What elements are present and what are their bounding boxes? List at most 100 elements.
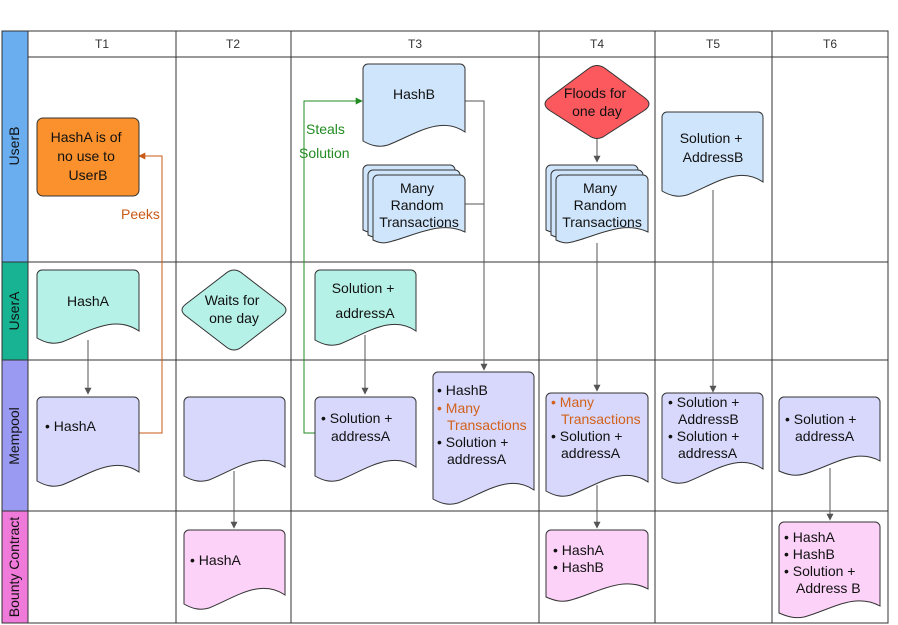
- svg-text:Many Random Transa: Many Random Transactions: [379, 180, 459, 230]
- node-t3-userb-many: Many Random Transactions: [362, 164, 466, 244]
- t1-mempool-text: HashA: [54, 418, 97, 434]
- lane-label-mempool: Mempool: [6, 407, 22, 465]
- t4-flood-line1: Floods for: [564, 85, 627, 101]
- node-t3-mempool-b: • HashB • Many Transactions • Solution +…: [432, 371, 535, 505]
- t3-mempool-a-line2: addressA: [331, 428, 391, 444]
- arrow-hashb-to-mempool: [465, 100, 488, 371]
- column-header-t6: [771, 30, 889, 58]
- connectors: [84, 97, 834, 529]
- column-label-t1: T1: [95, 37, 109, 51]
- svg-text:• HashA • HashB •: • HashA • HashB • Solution + Address B: [784, 529, 861, 596]
- steals-label: Steals: [306, 121, 345, 137]
- column-label-t3: T3: [408, 37, 422, 51]
- t1-userb-line2: no use to: [57, 148, 115, 164]
- t1-usera-text: HashA: [67, 293, 110, 309]
- lane-bar-bounty: [1, 510, 29, 624]
- node-t3-usera: Solution + addressA: [314, 269, 417, 346]
- t3-many-line1: Many: [400, 180, 434, 196]
- t6-mempool-line1: Solution +: [794, 411, 857, 427]
- svg-text:Floods for one day: Floods for one day: [564, 85, 630, 119]
- column-label-t4: T4: [590, 37, 604, 51]
- svg-text:• HashA • HashB: • HashA • HashB: [553, 542, 607, 575]
- column-label-t5: T5: [706, 37, 720, 51]
- t4-bounty-line1: HashA: [562, 542, 605, 558]
- column-header-t3: [290, 30, 540, 58]
- node-t1-userb: HashA is of no use to UserB: [36, 117, 140, 197]
- node-t2-bounty: • HashA: [183, 529, 286, 610]
- svg-text:Solution + addressA: Solution + addressA: [332, 280, 399, 321]
- svg-text:• Solution + addressA: • Solution + addressA: [321, 410, 396, 444]
- t3-mempool-b-hash: HashB: [446, 382, 488, 398]
- node-t6-bounty: • HashA • HashB • Solution + Address B: [778, 521, 881, 619]
- column-label-t6: T6: [823, 37, 837, 51]
- lane-labels: UserB UserA Mempool Bounty Contract: [1, 30, 29, 624]
- t4-flood-line2: one day: [572, 103, 622, 119]
- t5-mempool-solution-a: Solution +: [677, 428, 740, 444]
- column-header-t2: [175, 30, 292, 58]
- node-t3-userb-hash: HashB: [362, 63, 466, 147]
- node-t5-userb: Solution + AddressB: [661, 111, 764, 197]
- t5-mempool-address-a: addressA: [678, 445, 738, 461]
- t3-mempool-b-transactions: Transactions: [447, 417, 527, 433]
- t4-many-line1: Many: [583, 180, 617, 196]
- t1-userb-line1: HashA is of: [51, 129, 122, 145]
- t2-usera-line2: one day: [209, 310, 259, 326]
- t3-many-line3: Transactions: [379, 214, 459, 230]
- t4-mempool-solution: Solution +: [560, 428, 623, 444]
- node-t1-usera: HashA: [36, 269, 140, 344]
- t3-many-line2: Random: [391, 197, 444, 213]
- t5-mempool-address-b: AddressB: [678, 411, 739, 427]
- arrow-steals: [303, 97, 363, 434]
- t3-mempool-b-solution: Solution +: [446, 434, 509, 450]
- peeks-label: Peeks: [121, 206, 160, 222]
- lane-label-userb: UserB: [6, 127, 22, 166]
- t6-bounty-line1: HashA: [793, 529, 836, 545]
- node-t4-userb-many: Many Random Transactions: [545, 164, 649, 244]
- svg-text:HashA is of no use to: HashA is of no use to UserB: [51, 129, 126, 183]
- t6-bounty-line2: HashB: [793, 546, 835, 562]
- column-headers: T1 T2 T3 T4 T5 T6: [27, 30, 889, 58]
- t3-mempool-a-line1: Solution +: [330, 410, 393, 426]
- t5-userb-line2: AddressB: [683, 149, 744, 165]
- grid: [27, 56, 889, 624]
- lane-bar-usera: [1, 261, 29, 361]
- t5-userb-line1: Solution +: [680, 130, 743, 146]
- t3-mempool-b-address: addressA: [447, 451, 507, 467]
- t1-userb-line3: UserB: [69, 167, 108, 183]
- svg-text:Waits for one day: Waits for one day: [205, 292, 264, 326]
- node-t6-mempool: • Solution + addressA: [778, 396, 881, 476]
- solution-label: Solution: [299, 145, 350, 161]
- t6-bounty-line4: Address B: [796, 580, 861, 596]
- lane-label-usera: UserA: [6, 291, 22, 331]
- t2-bounty-text: HashA: [199, 552, 242, 568]
- t5-mempool-solution-b: Solution +: [677, 394, 740, 410]
- t4-mempool-transactions: Transactions: [561, 411, 641, 427]
- svg-text:• HashA: • HashA: [190, 552, 241, 568]
- t3-mempool-b-many: Many: [446, 400, 480, 416]
- node-t2-mempool: [183, 396, 286, 482]
- t3-usera-line1: Solution +: [332, 280, 395, 296]
- t6-mempool-line2: addressA: [795, 428, 855, 444]
- svg-text:• Solution + addressA: • Solution + addressA: [785, 411, 860, 444]
- t2-usera-line1: Waits for: [205, 292, 260, 308]
- column-label-t2: T2: [226, 37, 240, 51]
- node-t4-mempool: • Many Transactions • Solution + address…: [545, 392, 649, 497]
- node-t4-bounty: • HashA • HashB: [545, 529, 649, 602]
- column-header-t1: [27, 30, 177, 58]
- svg-text:• Many Transactions: • Many Transactions • Solution + address…: [551, 394, 645, 461]
- svg-text:• HashA: • HashA: [45, 418, 96, 434]
- node-t2-usera: Waits for one day: [181, 269, 287, 351]
- svg-text:Many Random Transa: Many Random Transactions: [562, 180, 642, 230]
- node-t1-mempool: • HashA: [36, 396, 140, 487]
- svg-text:• HashB • Many Tra: • HashB • Many Transactions • Solution +…: [437, 382, 531, 467]
- t4-bounty-line2: HashB: [562, 559, 604, 575]
- node-t5-mempool: • Solution + AddressB • Solution + addre…: [661, 392, 764, 484]
- lane-label-bounty: Bounty Contract: [6, 517, 22, 617]
- t4-many-line3: Transactions: [562, 214, 642, 230]
- arrow-peeks: [138, 152, 163, 434]
- t4-mempool-many: Many: [560, 394, 594, 410]
- t4-many-line2: Random: [574, 197, 627, 213]
- t3-usera-line2: addressA: [335, 305, 395, 321]
- node-t4-userb-flood: Floods for one day: [544, 65, 650, 139]
